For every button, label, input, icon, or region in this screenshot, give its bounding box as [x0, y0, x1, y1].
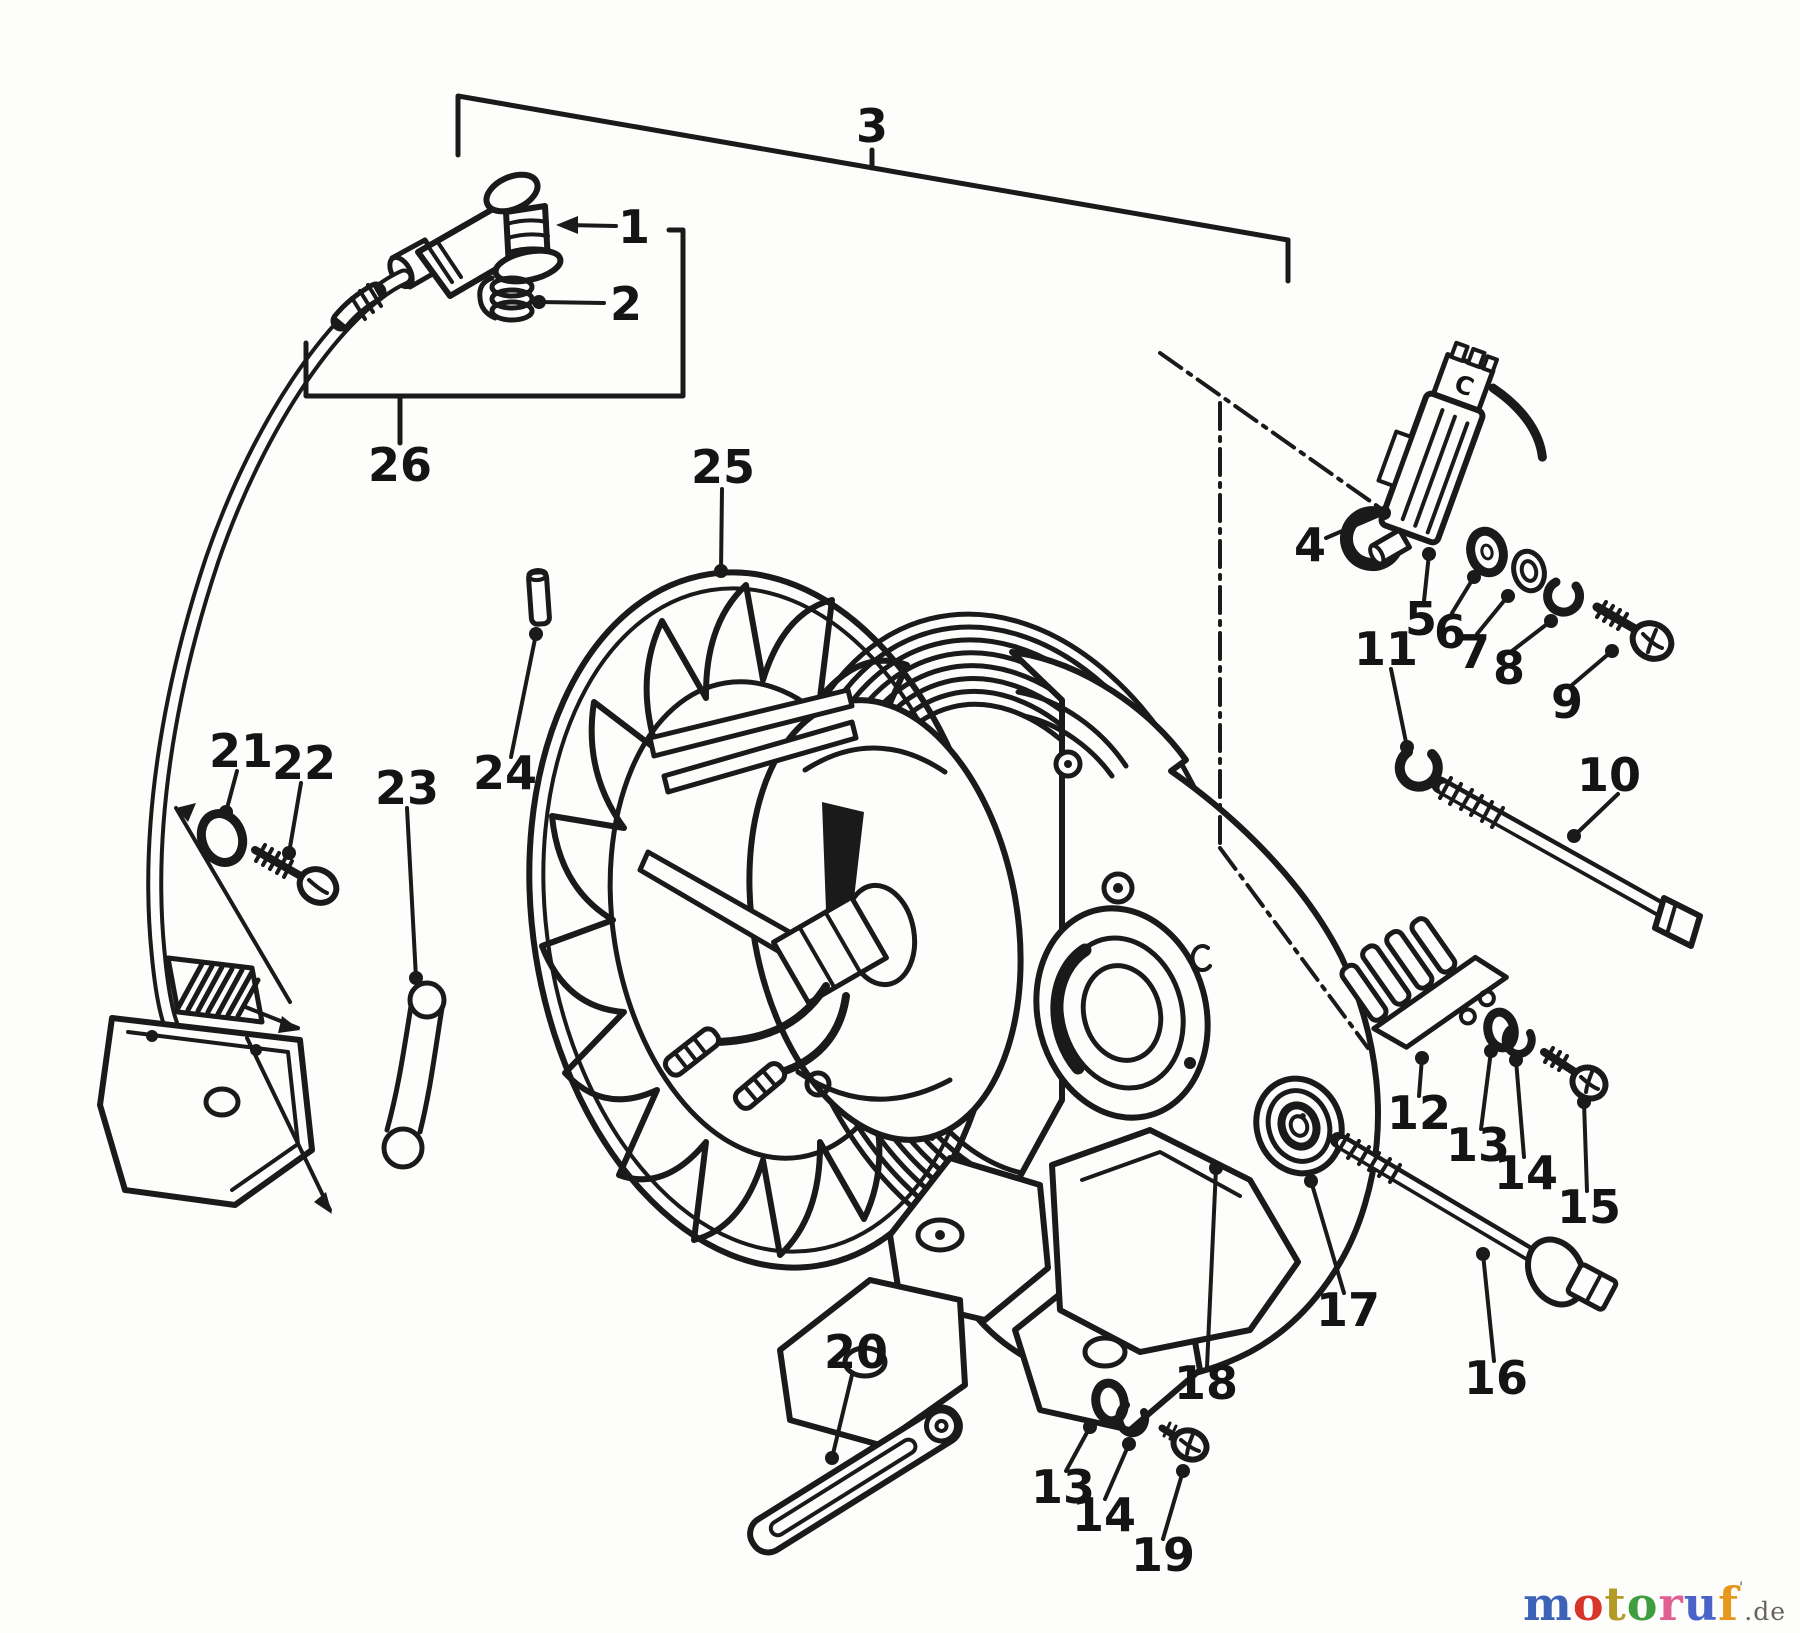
logo-letter: u — [1683, 1577, 1719, 1631]
construction-lines — [303, 93, 1382, 1050]
assembly-arrows — [174, 803, 332, 1214]
regulator-unit: C — [1340, 340, 1547, 572]
screw-9 — [1592, 600, 1675, 662]
logo-letter: o — [1626, 1577, 1659, 1631]
part-label-24: 24 — [473, 746, 537, 800]
part-label-13: 13 — [1446, 1118, 1510, 1172]
part-label-17: 17 — [1316, 1283, 1380, 1337]
end-cover — [1049, 1127, 1301, 1355]
bolt-10 — [1431, 776, 1703, 949]
part-label-4: 4 — [1294, 518, 1326, 572]
part-label-20: 20 — [824, 1325, 888, 1379]
logo-letter: t — [1604, 1577, 1627, 1631]
part-label-25: 25 — [691, 440, 755, 494]
logo-letter: f — [1718, 1577, 1739, 1631]
site-watermark: motoruf'.de — [1523, 1581, 1786, 1627]
strap-20 — [747, 1404, 963, 1556]
washer-7 — [1511, 548, 1547, 594]
washer-21 — [196, 809, 248, 867]
lock-washer-14-lower — [1115, 1401, 1150, 1438]
part-label-12: 12 — [1387, 1086, 1451, 1140]
logo-suffix: .de — [1744, 1597, 1786, 1626]
part-label-19: 19 — [1131, 1528, 1195, 1582]
lock-washer-8 — [1543, 577, 1585, 617]
part-label-26: 26 — [368, 438, 432, 492]
part-label-9: 9 — [1551, 675, 1583, 729]
part-label-2: 2 — [610, 277, 642, 331]
leader-lines — [219, 216, 1620, 1541]
screw-15 — [1540, 1046, 1609, 1102]
washer-13-lower — [1091, 1378, 1129, 1426]
part-label-14b: 14 — [1072, 1488, 1136, 1542]
part-label-7: 7 — [1458, 625, 1490, 679]
ignition-coil — [97, 955, 315, 1208]
washer-6 — [1466, 526, 1508, 578]
rectifier-12 — [1339, 916, 1509, 1050]
logo-letter: m — [1523, 1577, 1573, 1631]
part-label-15: 15 — [1557, 1180, 1621, 1234]
logo-tm-mark: ' — [1738, 1580, 1745, 1596]
part-labels: 1 2 3 4 5 6 7 8 9 10 11 12 13 14 15 16 1… — [209, 99, 1641, 1582]
part-label-13b: 13 — [1031, 1460, 1095, 1514]
terminal-spring — [477, 275, 535, 323]
high-tension-lead — [146, 268, 413, 1057]
bullet-connector — [732, 1061, 788, 1111]
lock-washer-11 — [1394, 747, 1443, 792]
part-label-23: 23 — [375, 761, 439, 815]
part-label-11: 11 — [1354, 622, 1418, 676]
terminal-cylinder-5 — [1368, 527, 1412, 566]
pin-24 — [526, 568, 552, 627]
part-label-6: 6 — [1434, 605, 1466, 659]
part-label-8: 8 — [1493, 641, 1525, 695]
part-label-5: 5 — [1405, 592, 1437, 646]
part-label-22: 22 — [272, 736, 336, 790]
screw-22 — [251, 843, 340, 906]
ball-bearing — [1253, 1075, 1345, 1177]
part-label-14: 14 — [1494, 1146, 1558, 1200]
part-label-21: 21 — [209, 724, 273, 778]
bolt-16 — [1330, 1132, 1619, 1312]
bullet-connector — [662, 1026, 722, 1078]
part-label-18: 18 — [1174, 1356, 1238, 1410]
logo-letter: o — [1572, 1577, 1605, 1631]
part-label-1: 1 — [618, 200, 650, 254]
part-label-10: 10 — [1577, 748, 1641, 802]
part-label-16: 16 — [1464, 1351, 1528, 1405]
screw-19 — [1158, 1421, 1210, 1463]
clamp-23 — [381, 980, 447, 1170]
part-label-3: 3 — [856, 99, 888, 153]
logo-letter: r — [1658, 1577, 1684, 1631]
